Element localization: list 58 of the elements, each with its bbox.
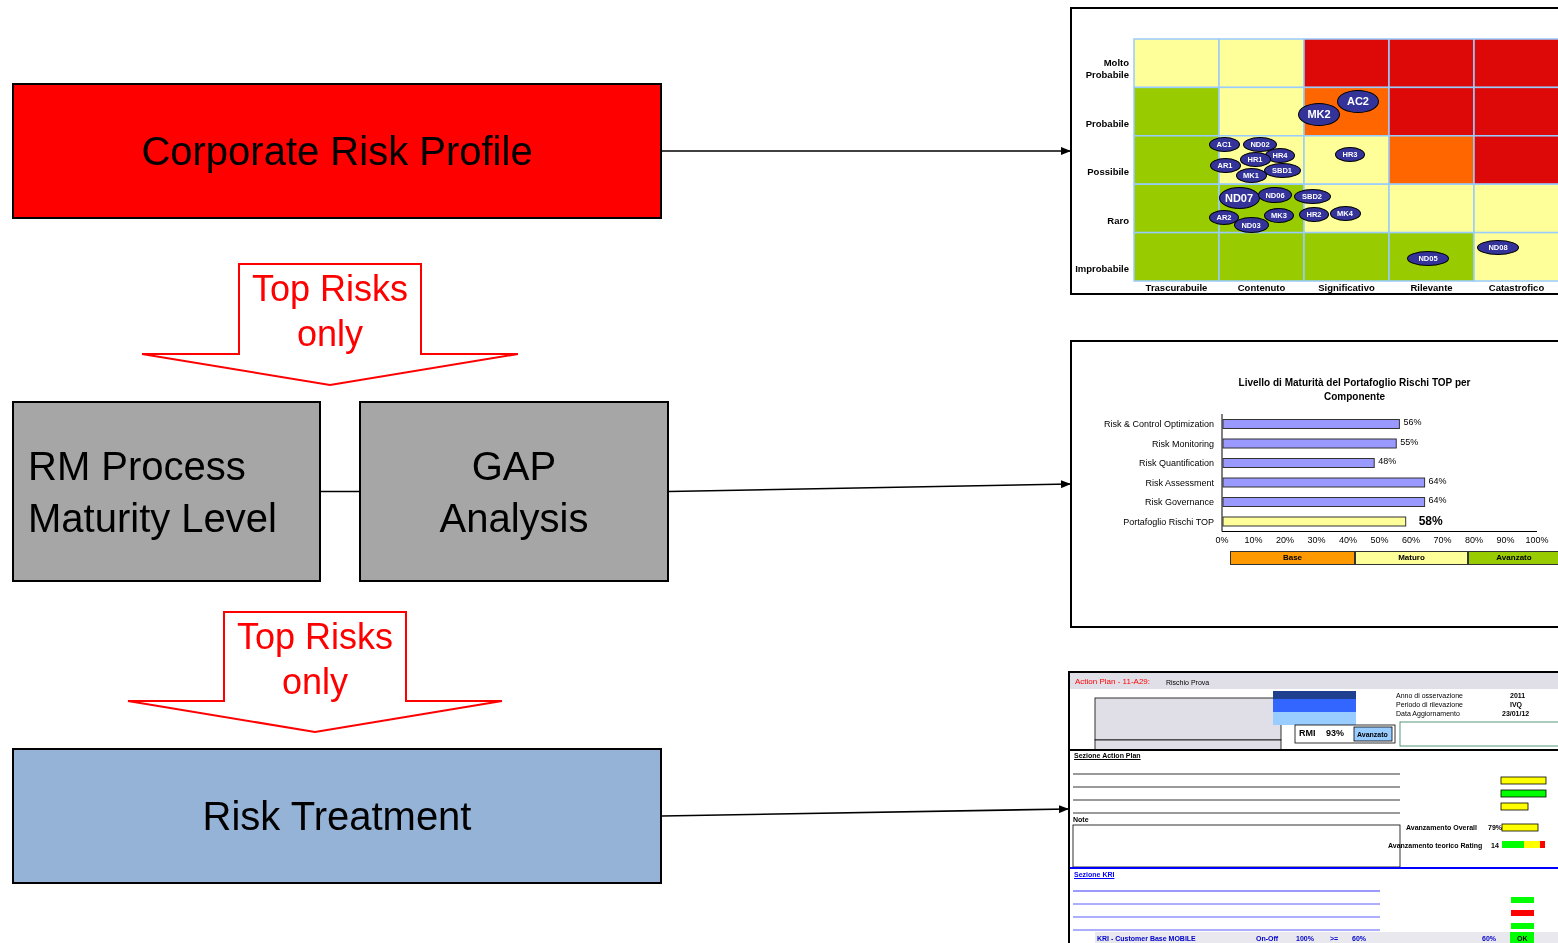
tick-label: 10% bbox=[1243, 534, 1264, 546]
category-label: Portafoglio Rischi TOP bbox=[1123, 515, 1214, 528]
value-label: 64% bbox=[1428, 494, 1447, 506]
box-title: Corporate Risk Profile bbox=[141, 128, 533, 175]
box-title: RM Process Maturity Level bbox=[28, 442, 278, 542]
value-label: 64% bbox=[1428, 474, 1447, 487]
axis-label: Possibile bbox=[1086, 166, 1129, 179]
process-box bbox=[12, 83, 662, 219]
cell-text: 93% bbox=[1326, 728, 1344, 739]
tick-label: 40% bbox=[1338, 534, 1358, 546]
edge-label: Top Risks only bbox=[235, 615, 394, 704]
tick-label: 20% bbox=[1275, 534, 1295, 546]
cell-text: RMI bbox=[1299, 728, 1316, 739]
tick-label: 70% bbox=[1432, 534, 1453, 546]
process-box bbox=[12, 748, 662, 884]
legend-label: Maturo bbox=[1397, 553, 1426, 563]
box-title: GAP Analysis bbox=[438, 442, 590, 542]
axis-label: Trascurabuile bbox=[1144, 282, 1209, 294]
process-box bbox=[359, 401, 669, 582]
chart-title: Livello di Maturità del Portafoglio Rischi TOP per Componente bbox=[1237, 376, 1472, 404]
value-label: 58% bbox=[1418, 513, 1443, 529]
box-title: Risk Treatment bbox=[202, 793, 472, 840]
axis-label: Probabile bbox=[1084, 117, 1129, 130]
arrow bbox=[668, 480, 1071, 493]
tick-label: 30% bbox=[1306, 534, 1327, 546]
axis-label: Molto Probabile bbox=[1084, 57, 1129, 82]
axis-label: Rilevante bbox=[1409, 282, 1454, 294]
arrow bbox=[661, 805, 1069, 817]
block-arrow bbox=[141, 263, 519, 386]
axis-label: Contenuto bbox=[1236, 282, 1287, 294]
tick-label: 50% bbox=[1369, 534, 1390, 546]
edge-label: Top Risks only bbox=[250, 267, 409, 356]
tick-label: 60% bbox=[1401, 534, 1421, 546]
tick-label: 100% bbox=[1524, 534, 1550, 546]
axis-label: Significativo bbox=[1317, 282, 1376, 294]
connector-line bbox=[320, 490, 360, 493]
category-label: Risk Governance bbox=[1144, 496, 1214, 508]
arrow bbox=[661, 147, 1071, 155]
value-label: 56% bbox=[1403, 416, 1422, 428]
value-label: 48% bbox=[1378, 455, 1397, 467]
axis-label: Raro bbox=[1106, 214, 1129, 227]
legend-label: Avanzato bbox=[1495, 553, 1533, 563]
sheet-title: Action Plan - 11-A29: bbox=[1075, 677, 1150, 687]
bar-chart-panel bbox=[1070, 340, 1558, 628]
category-label: Risk Quantification bbox=[1138, 457, 1214, 469]
risk-matrix-panel bbox=[1070, 7, 1558, 295]
category-label: Risk Assessment bbox=[1145, 476, 1214, 489]
legend-label: Base bbox=[1281, 553, 1304, 563]
tick-label: 90% bbox=[1495, 534, 1516, 546]
process-box bbox=[12, 401, 321, 582]
tick-label: 80% bbox=[1464, 534, 1484, 546]
block-arrow bbox=[127, 611, 503, 733]
category-label: Risk & Control Optimization bbox=[1103, 418, 1214, 430]
category-label: Risk Monitoring bbox=[1151, 437, 1214, 450]
axis-label: Improbabile bbox=[1074, 263, 1129, 275]
axis-label: Catastrofico bbox=[1487, 282, 1546, 294]
value-label: 55% bbox=[1400, 435, 1419, 448]
tick-label: 0% bbox=[1214, 534, 1230, 546]
